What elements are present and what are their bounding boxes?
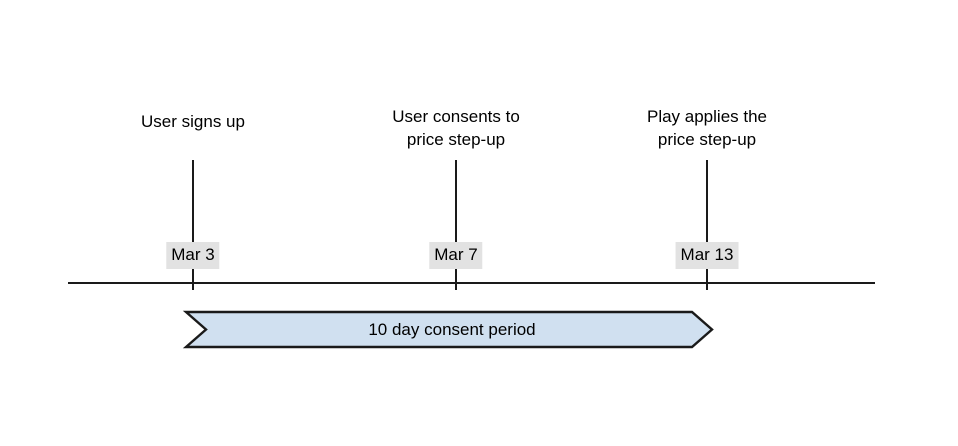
event-date-apply: Mar 13 [675, 242, 739, 269]
event-caption-signup: User signs up [141, 110, 245, 133]
event-caption-line: User consents to [392, 107, 520, 126]
event-caption-apply: Play applies the price step-up [647, 105, 767, 151]
ribbon-shape-icon [182, 310, 714, 349]
timeline-axis [68, 282, 875, 284]
event-stem-apply [706, 160, 708, 290]
event-caption-line: price step-up [657, 130, 757, 149]
event-caption-line: Play applies the [646, 107, 768, 126]
event-caption-line: User signs up [141, 112, 245, 131]
event-stem-signup [192, 160, 194, 290]
consent-period-label: 10 day consent period [368, 319, 536, 339]
event-caption-line: price step-up [406, 130, 506, 149]
event-caption-consent: User consents to price step-up [392, 105, 520, 151]
event-stem-consent [455, 160, 457, 290]
consent-period-ribbon: 10 day consent period [182, 310, 714, 349]
event-date-signup: Mar 3 [166, 242, 220, 269]
event-date-consent: Mar 7 [429, 242, 483, 269]
